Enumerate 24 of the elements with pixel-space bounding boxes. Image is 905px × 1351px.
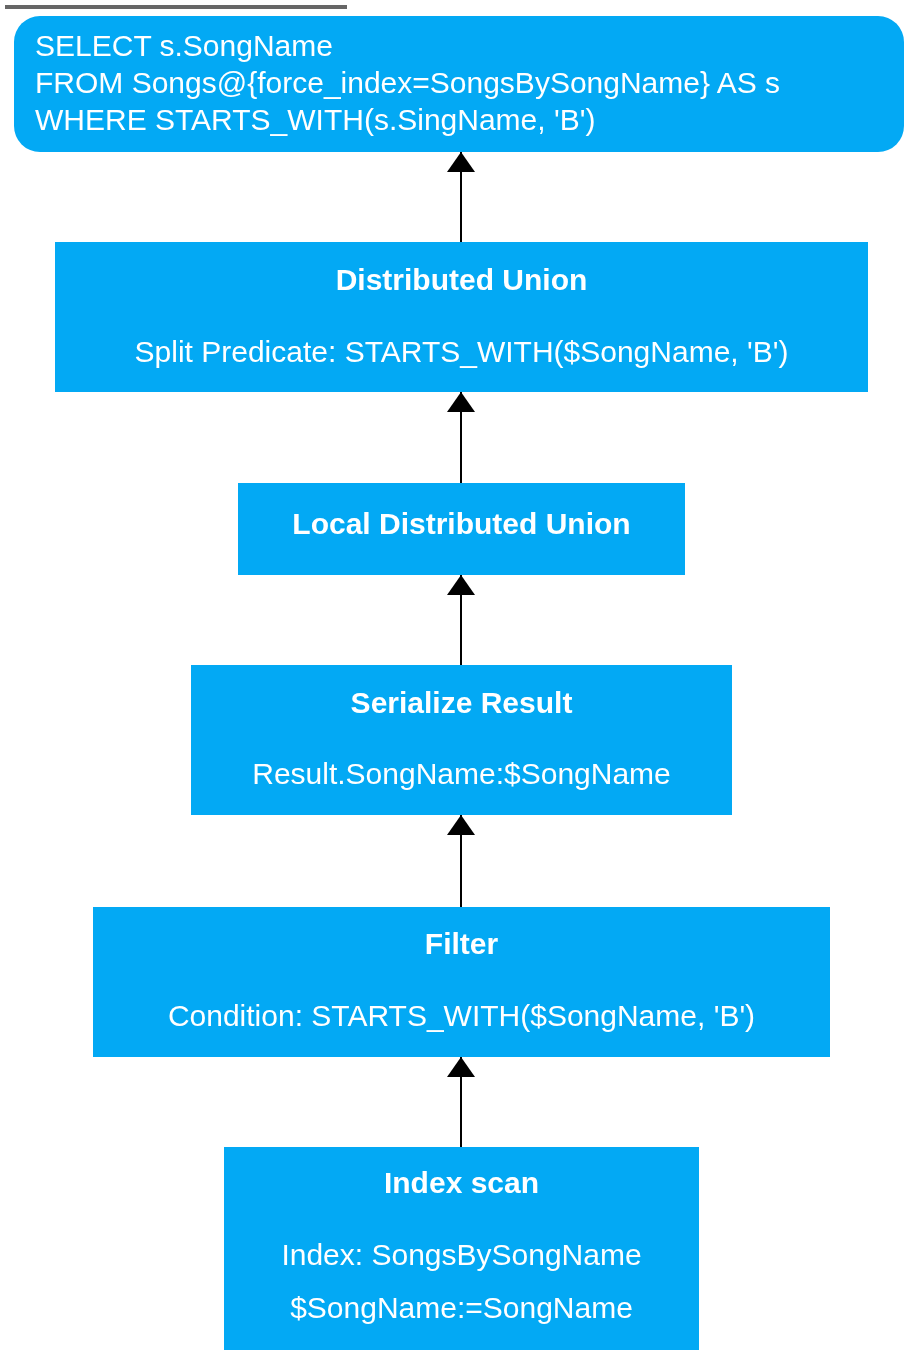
operator-title: Serialize Result: [350, 685, 573, 721]
arrow: [447, 814, 475, 908]
operator-detail: Condition: STARTS_WITH($SongName, 'B'): [167, 998, 756, 1034]
operator-detail: $SongName:=SongName: [290, 1290, 633, 1326]
operator-box: [93, 907, 830, 1057]
operator-box: [191, 665, 732, 815]
sql-line: WHERE STARTS_WITH(s.SingName, 'B'): [35, 102, 596, 138]
sql-line: SELECT s.SongName: [35, 28, 333, 64]
operator-title: Distributed Union: [335, 262, 588, 298]
arrow: [447, 574, 475, 666]
operator-title: Index scan: [383, 1165, 540, 1201]
operator-title: Local Distributed Union: [292, 506, 631, 542]
operator-detail: Split Predicate: STARTS_WITH($SongName, 'B'): [134, 334, 789, 370]
arrow: [447, 1056, 475, 1148]
arrow: [447, 151, 475, 243]
query-box: [14, 16, 904, 152]
operator-box: [224, 1147, 699, 1350]
arrow: [447, 391, 475, 484]
operator-detail: Index: SongsBySongName: [281, 1237, 642, 1273]
sql-line: FROM Songs@{force_index=SongsBySongName} AS s: [35, 65, 781, 101]
operator-title: Filter: [424, 926, 499, 962]
operator-box: [238, 483, 685, 575]
operator-detail: Result.SongName:$SongName: [252, 756, 671, 792]
operator-box: [55, 242, 868, 392]
